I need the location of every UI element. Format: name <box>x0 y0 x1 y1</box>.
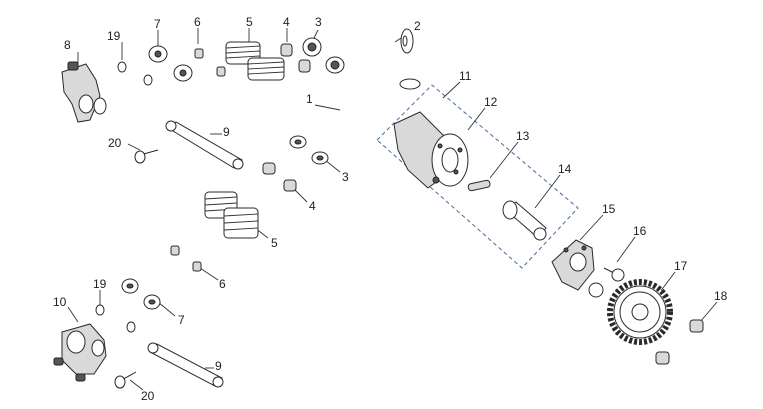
callout-8: 8 <box>64 38 71 52</box>
exhaust-valve-upper <box>319 78 421 126</box>
callout-19: 19 <box>107 29 121 43</box>
sprocket-bolts <box>655 319 704 365</box>
callout-3: 3 <box>315 15 322 29</box>
callout-4: 4 <box>283 15 290 29</box>
rocker-shaft-upper <box>165 120 244 170</box>
leader-lines <box>67 28 718 391</box>
callout-4: 4 <box>309 199 316 213</box>
callout-5: 5 <box>246 15 253 29</box>
valve-cotters-top <box>194 48 226 77</box>
valve-spring-retainers-lower <box>121 278 161 310</box>
callout-7: 7 <box>178 313 185 327</box>
callout-9: 9 <box>215 359 222 373</box>
callout-12: 12 <box>484 95 498 109</box>
callout-3: 3 <box>342 170 349 184</box>
callout-6: 6 <box>194 15 201 29</box>
valve-spring-top-2 <box>247 57 285 81</box>
rocker-shaft-lower <box>147 342 224 388</box>
valve-seals-top <box>280 37 345 74</box>
valve-cotters-lower <box>170 245 202 272</box>
camshaft-pin <box>467 179 491 192</box>
callout-2: 2 <box>414 19 421 33</box>
callout-20: 20 <box>108 136 122 150</box>
rocker-arm-upper <box>61 61 107 123</box>
exhaust-valve-lower <box>341 89 411 141</box>
callout-11: 11 <box>459 69 472 83</box>
decompressor-shaft <box>502 200 547 241</box>
camshaft <box>393 111 469 189</box>
holder-bolt <box>603 267 625 282</box>
rocker-arm-lower <box>53 323 107 382</box>
washers-lower <box>95 304 136 333</box>
callout-9: 9 <box>223 125 230 139</box>
callout-1: 1 <box>306 92 313 106</box>
bolt-lower <box>114 371 137 389</box>
washers-top <box>117 61 153 86</box>
callout-17: 17 <box>674 259 688 273</box>
callout-6: 6 <box>219 277 226 291</box>
callout-15: 15 <box>602 202 616 216</box>
callout-13: 13 <box>516 129 530 143</box>
callout-20: 20 <box>141 389 155 403</box>
callout-14: 14 <box>558 162 572 176</box>
callout-10: 10 <box>53 295 67 309</box>
valve-spring-retainers-top <box>148 45 193 82</box>
callout-5: 5 <box>271 236 278 250</box>
valve-spring-lower-2 <box>223 207 259 239</box>
valve-seals-middle <box>262 135 329 192</box>
callout-18: 18 <box>714 289 728 303</box>
camshaft-assembly-outline <box>376 84 579 269</box>
callout-7: 7 <box>154 17 161 31</box>
bolt-upper <box>134 149 159 164</box>
intake-valve <box>329 28 414 54</box>
cam-sprocket <box>607 279 673 345</box>
callout-19: 19 <box>93 277 107 291</box>
camshaft-holder <box>551 239 604 298</box>
callout-16: 16 <box>633 224 647 238</box>
callout-labels: 1 2 3 3 4 4 5 5 6 6 7 7 8 9 9 10 11 12 1… <box>53 15 728 403</box>
